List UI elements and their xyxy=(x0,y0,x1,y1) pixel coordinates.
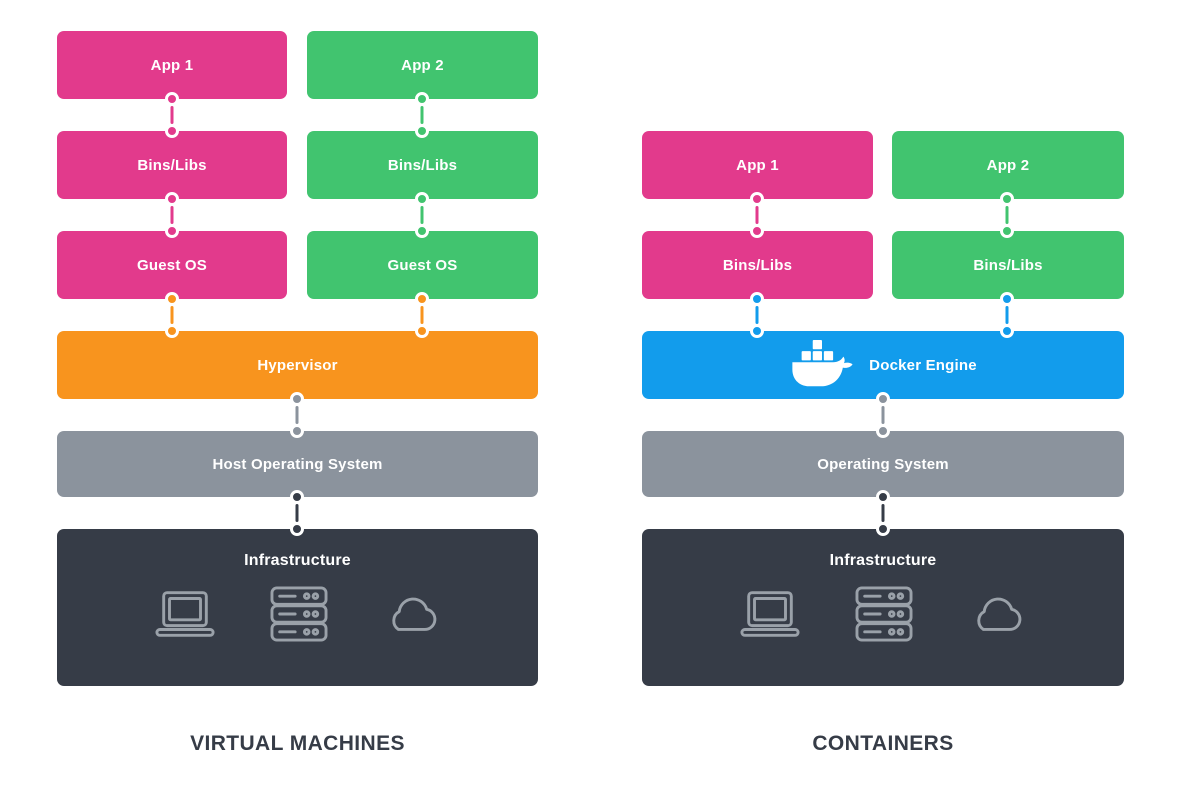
ct-app1-label: App 1 xyxy=(736,156,779,174)
vm-infrastructure-icons xyxy=(154,585,442,643)
ct-os-label: Operating System xyxy=(817,455,949,473)
vm-app2-label: App 2 xyxy=(401,56,444,74)
connector xyxy=(290,392,304,438)
ct-infrastructure-box: Infrastructure xyxy=(642,529,1124,686)
vm-guest1-box: Guest OS xyxy=(57,231,287,299)
connector xyxy=(165,192,179,238)
vm-hypervisor-label: Hypervisor xyxy=(257,356,338,374)
ct-bins1-label: Bins/Libs xyxy=(722,256,793,274)
connector xyxy=(415,292,429,338)
vm-bins1-label: Bins/Libs xyxy=(137,156,207,174)
laptop-icon xyxy=(154,588,216,640)
vm-panel-title: VIRTUAL MACHINES xyxy=(190,732,405,755)
vm-hypervisor-box: Hypervisor xyxy=(57,331,538,399)
vm-app1-label: App 1 xyxy=(150,56,194,74)
vm-host-os-box: Host Operating System xyxy=(57,431,538,497)
containers-panel-title: CONTAINERS xyxy=(812,732,954,755)
ct-infrastructure-icons xyxy=(739,585,1027,643)
vm-guest1-label: Guest OS xyxy=(137,256,207,274)
server-icon xyxy=(855,586,913,642)
connector xyxy=(165,292,179,338)
connector xyxy=(415,92,429,138)
connector xyxy=(750,192,764,238)
vm-app1-box: App 1 xyxy=(57,31,287,99)
vm-guest2-box: Guest OS xyxy=(307,231,538,299)
docker-whale-icon xyxy=(789,340,855,390)
ct-app1-box: App 1 xyxy=(642,131,873,199)
vm-infrastructure-box: Infrastructure xyxy=(57,529,538,686)
vm-guest2-label: Guest OS xyxy=(387,256,458,274)
vm-infrastructure-label: Infrastructure xyxy=(244,552,351,569)
connector xyxy=(750,292,764,338)
ct-bins2-label: Bins/Libs xyxy=(973,256,1043,274)
ct-bins2-box: Bins/Libs xyxy=(892,231,1124,299)
laptop-icon xyxy=(739,588,801,640)
connector xyxy=(1000,192,1014,238)
server-icon xyxy=(270,586,328,642)
ct-docker-engine-box: Docker Engine xyxy=(642,331,1124,399)
vm-host-os-label: Host Operating System xyxy=(212,455,383,473)
ct-os-box: Operating System xyxy=(642,431,1124,497)
connector xyxy=(1000,292,1014,338)
ct-bins1-box: Bins/Libs xyxy=(642,231,873,299)
connector xyxy=(415,192,429,238)
vm-bins1-box: Bins/Libs xyxy=(57,131,287,199)
ct-docker-engine-label: Docker Engine xyxy=(869,356,977,374)
ct-app2-box: App 2 xyxy=(892,131,1124,199)
connector xyxy=(290,490,304,536)
cloud-icon xyxy=(382,592,442,636)
cloud-icon xyxy=(967,592,1027,636)
connector xyxy=(165,92,179,138)
connector xyxy=(876,490,890,536)
vm-bins2-label: Bins/Libs xyxy=(387,156,458,174)
vm-bins2-box: Bins/Libs xyxy=(307,131,538,199)
vm-app2-box: App 2 xyxy=(307,31,538,99)
connector xyxy=(876,392,890,438)
ct-infrastructure-label: Infrastructure xyxy=(829,552,937,569)
ct-app2-label: App 2 xyxy=(986,156,1030,174)
